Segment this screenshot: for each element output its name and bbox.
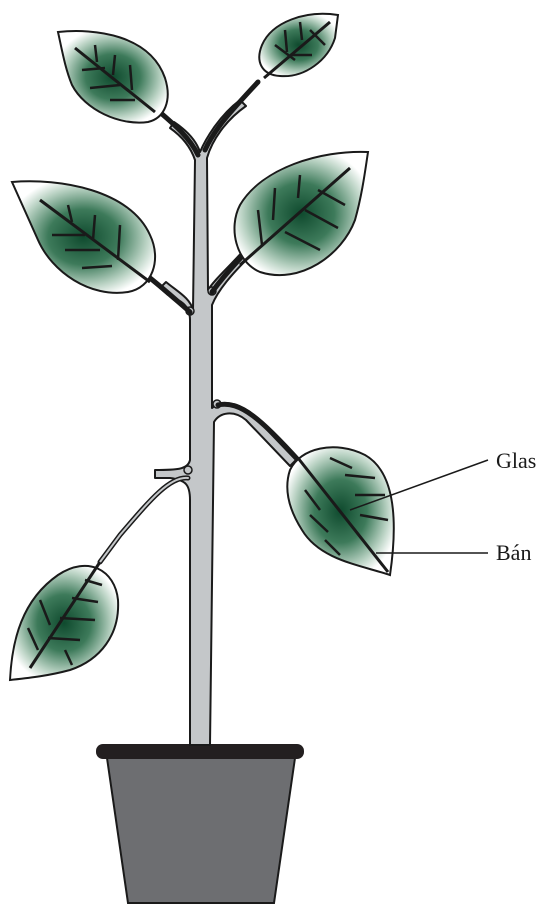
label-ban-group: Bán	[376, 540, 531, 565]
leaf-lower-left	[10, 562, 118, 680]
pot-rim	[96, 744, 304, 759]
branch-lower-left-inner	[100, 478, 188, 562]
branch-lower-left	[100, 478, 188, 562]
pot-body	[107, 758, 295, 903]
leaf-mid-left	[12, 181, 155, 293]
leaf-mid-right	[234, 152, 368, 275]
label-ban: Bán	[496, 540, 531, 565]
leaf-top-left	[58, 31, 168, 123]
leaf-top-right	[259, 14, 338, 78]
label-glas: Glas	[496, 448, 536, 473]
node-bud	[184, 466, 192, 474]
flower-pot	[96, 744, 304, 903]
leaf-right	[287, 447, 393, 575]
